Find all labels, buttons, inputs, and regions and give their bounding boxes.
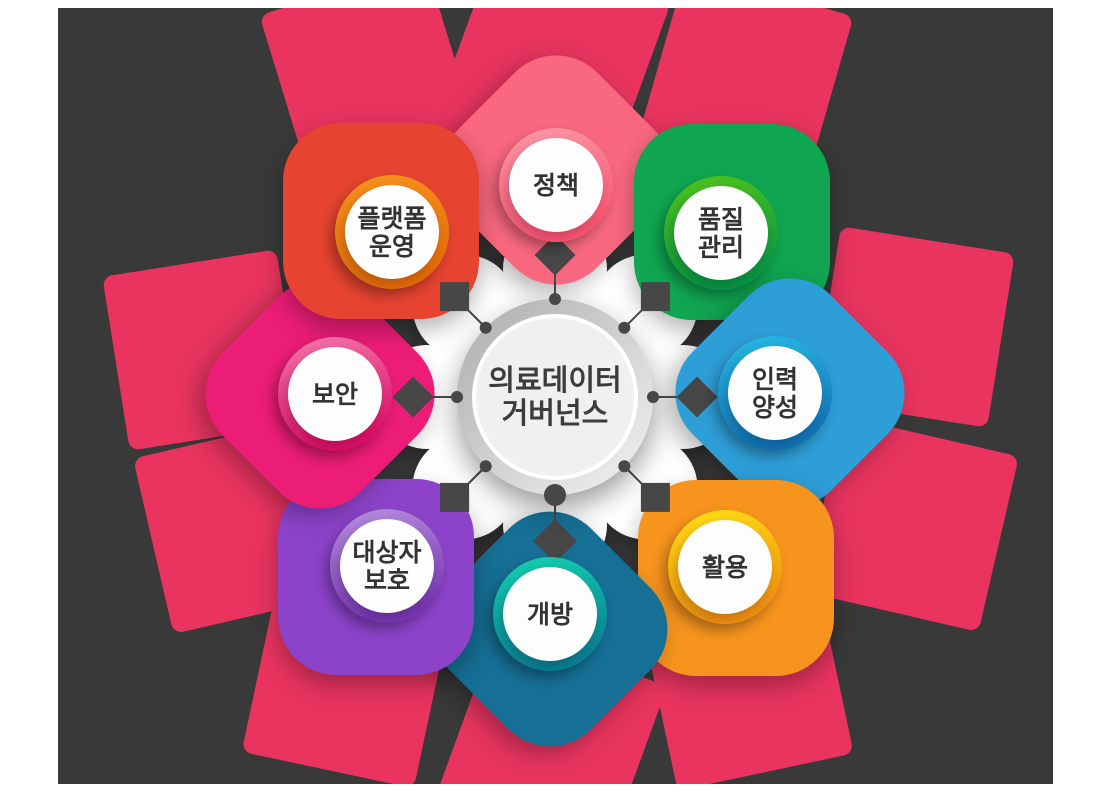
petal-circle-utilization [678,520,772,614]
rim-dot-n [549,293,561,305]
rim-dot-w [451,391,463,403]
petal-label-security: 보안 [312,381,358,409]
petal-circle-subject-protection [340,519,434,613]
rim-dot-nw [479,321,492,334]
connector-diamond-se [640,482,670,512]
rim-dot-layer [451,293,659,506]
label-layer: 정책 품질 관리 인력 양성 활용 개방 대상자 보호 보안 플랫폼 운영 [278,128,832,671]
connector-diamond-sw [440,482,470,512]
petal-circle-platform-operation [345,185,439,279]
rim-dot-s [544,484,566,506]
petal-label-platform-operation-line2: 운영 [369,233,415,261]
petal-label-policy: 정책 [533,172,579,200]
petal-label-quality-management-line1: 품질 [698,206,744,234]
connector-diamond-nw [440,282,470,312]
petal-label-hr-development-line2: 양성 [752,394,798,422]
rim-dot-se [618,460,631,473]
petal-label-platform-operation-line1: 플랫폼 [357,205,426,233]
center-title-line2: 거버넌스 [502,397,609,430]
petal-circle-security [288,347,382,441]
connector-diamond-s [533,519,577,563]
petal-circle-hr-development [728,346,822,440]
center-hub: 의료데이터 거버넌스 [457,299,653,495]
petal-label-subject-protection-line1: 대상자 [352,539,421,567]
petal-label-openness: 개방 [527,601,573,629]
petal-circle-openness [503,567,597,661]
petal-label-subject-protection-line2: 보호 [364,567,410,595]
center-circle-inner [472,314,638,480]
petal-circle-policy [509,138,603,232]
petal-label-quality-management-line2: 관리 [698,234,744,262]
petal-label-hr-development-line1: 인력 [752,366,798,394]
rim-dot-e [647,391,659,403]
rim-dot-sw [479,460,492,473]
petal-circle-quality-management [674,186,768,280]
connector-diamond-ne [640,282,670,312]
center-title-line1: 의료데이터 [488,364,621,397]
outer-petal-se [805,418,1017,630]
petal-label-utilization: 활용 [702,554,748,582]
rim-dot-ne [618,321,631,334]
